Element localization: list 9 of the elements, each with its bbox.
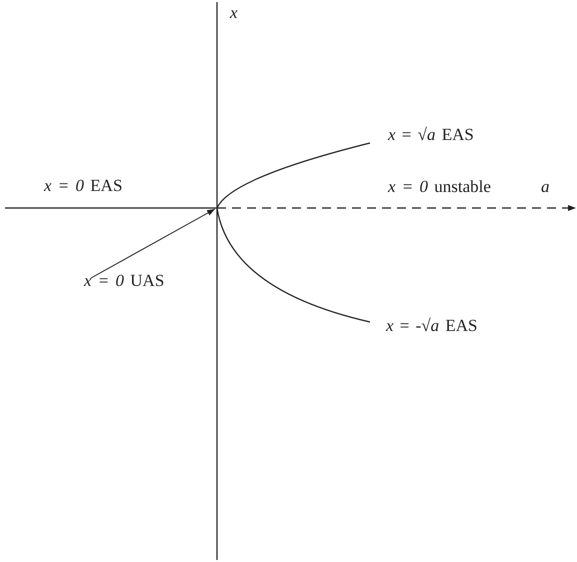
branch-label: x = 0 UAS [84,271,164,290]
branch-label: x = 0 unstable [388,178,491,197]
axis-label: a [541,178,550,197]
leader-line [90,208,216,278]
branch-label: x = √a EAS [388,126,474,145]
branch-label: x = 0 EAS [44,177,122,196]
bifurcation-curve [216,142,370,323]
axis-label: x [230,4,238,23]
branch-label: x = -√a EAS [386,317,478,336]
